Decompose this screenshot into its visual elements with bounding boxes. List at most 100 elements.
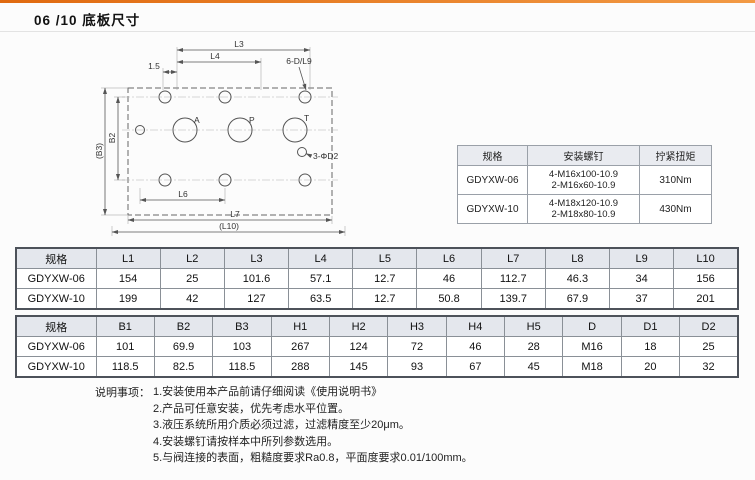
cell: 118.5 [95,356,155,378]
dimension-lines [102,47,346,235]
torque-cell: 310Nm [639,165,712,195]
header-cell-torque: 拧紧扭矩 [639,145,712,166]
cell: GDYXW-06 [15,336,97,357]
cell: 101.6 [223,268,290,289]
header-cell-spec: 规格 [457,145,528,166]
table-row: GDYXW-06 101 69.9 103 267 124 72 46 28 M… [15,336,739,357]
spec-cell: GDYXW-06 [457,165,528,195]
header-cell-screw: 安装螺钉 [527,145,640,166]
screw-table-row: GDYXW-10 4-M18x120-10.9 2-M18x80-10.9 43… [457,194,712,224]
header-cell: L5 [352,247,418,269]
screw-spec-line: 2-M16x60-10.9 [551,180,616,191]
notes-items: 1.安装使用本产品前请仔细阅读《使用说明书》 2.产品可任意安装，优先考虑水平位… [153,384,473,467]
dimension-table-bhd: 规格 B1 B2 B3 H1 H2 H3 H4 H5 D D1 D2 GDYXW… [15,315,739,378]
screw-cell: 4-M16x100-10.9 2-M16x60-10.9 [527,165,640,195]
cell: 50.8 [416,288,482,310]
dim-label-holes-top: 6-D/L9 [286,56,312,66]
cell: 37 [608,288,675,310]
header-cell: B1 [95,315,155,337]
cell: 199 [95,288,161,310]
cell: 20 [620,356,681,378]
cell: 127 [223,288,290,310]
dim-label-l6: L6 [178,189,188,199]
cell: 42 [159,288,225,310]
cell: 25 [679,336,739,357]
cell: GDYXW-10 [15,356,97,378]
screw-spec-line: 2-M18x80-10.9 [551,209,616,220]
header-cell: L6 [416,247,482,269]
cell: 154 [95,268,161,289]
header-cell: B3 [212,315,272,337]
cell: 57.1 [288,268,354,289]
cell: 288 [270,356,330,378]
cell: M18 [562,356,622,378]
bolt-holes [135,90,312,187]
dim-label-l3: L3 [234,39,244,49]
cell: 25 [159,268,225,289]
base-plate-drawing: A P T L3 L4 1.5 6-D/L9 3-ΦD2 B2 (B3) L6 … [95,39,346,236]
port-label-p: P [249,115,255,125]
header-cell: L3 [223,247,290,269]
header-cell: L10 [673,247,739,269]
header-cell: H2 [328,315,389,337]
screw-spec-line: 4-M18x120-10.9 [548,198,619,209]
cell: 46.3 [544,268,611,289]
header-cell: L1 [95,247,161,269]
cell: 139.7 [480,288,546,310]
centerlines [122,96,338,181]
dim-label-b2: B2 [107,133,117,144]
cell: 67.9 [544,288,611,310]
note-item: 5.与阀连接的表面，粗糙度要求Ra0.8，平面度要求0.01/100mm。 [153,452,473,464]
header-cell: L8 [544,247,611,269]
cell: 45 [504,356,564,378]
cell: GDYXW-10 [15,288,97,310]
cell: 267 [270,336,330,357]
note-item: 4.安装螺钉请按样本中所列参数选用。 [153,435,339,448]
cell: 101 [95,336,155,357]
port-label-t: T [304,113,309,123]
dim-label-holes-mid: 3-ΦD2 [313,151,338,161]
cell: 118.5 [212,356,272,378]
note-item: 1.安装使用本产品前请仔细阅读《使用说明书》 [153,386,383,398]
screw-table-header-row: 规格 安装螺钉 拧紧扭矩 [457,145,712,166]
dim-label-l7: L7 [230,209,240,219]
header-cell: D2 [679,315,739,337]
header-cell: H4 [445,315,506,337]
screw-table-row: GDYXW-06 4-M16x100-10.9 2-M16x60-10.9 31… [457,165,712,195]
cell: 12.7 [352,288,418,310]
header-cell: D1 [620,315,681,337]
header-cell: L9 [608,247,675,269]
table-row: GDYXW-06 154 25 101.6 57.1 12.7 46 112.7… [15,268,739,289]
note-item: 2.产品可任意安装，优先考虑水平位置。 [153,402,350,415]
cell: 124 [328,336,389,357]
port-holes [172,117,308,143]
plate-outline [127,87,333,216]
header-cell: L7 [480,247,546,269]
notes-section: 说明事项： 1.安装使用本产品前请仔细阅读《使用说明书》 2.产品可任意安装，优… [95,384,473,467]
header-cell: H1 [270,315,330,337]
notes-label: 说明事项： [95,387,150,399]
header-cell: H3 [387,315,447,337]
screw-cell: 4-M18x120-10.9 2-M18x80-10.9 [527,194,640,224]
header-cell: L4 [288,247,354,269]
torque-cell: 430Nm [639,194,712,224]
cell: M16 [562,336,622,357]
dimension-table-l: 规格 L1 L2 L3 L4 L5 L6 L7 L8 L9 L10 GDYXW-… [15,247,739,310]
cell: 69.9 [153,336,214,357]
cell: 103 [212,336,272,357]
table-row: GDYXW-10 199 42 127 63.5 12.7 50.8 139.7… [15,288,739,310]
header-row: 规格 L1 L2 L3 L4 L5 L6 L7 L8 L9 L10 [15,247,739,269]
cell: 93 [387,356,447,378]
cell: 28 [504,336,564,357]
cell: 82.5 [153,356,214,378]
cell: 112.7 [480,268,546,289]
header-row: 规格 B1 B2 B3 H1 H2 H3 H4 H5 D D1 D2 [15,315,739,337]
spec-cell: GDYXW-10 [457,194,528,224]
cell: 12.7 [352,268,418,289]
cell: 34 [608,268,675,289]
cell: 18 [620,336,681,357]
header-cell: H5 [504,315,564,337]
header-cell: D [562,315,622,337]
extension-lines [101,47,346,236]
header-cell: L2 [159,247,225,269]
